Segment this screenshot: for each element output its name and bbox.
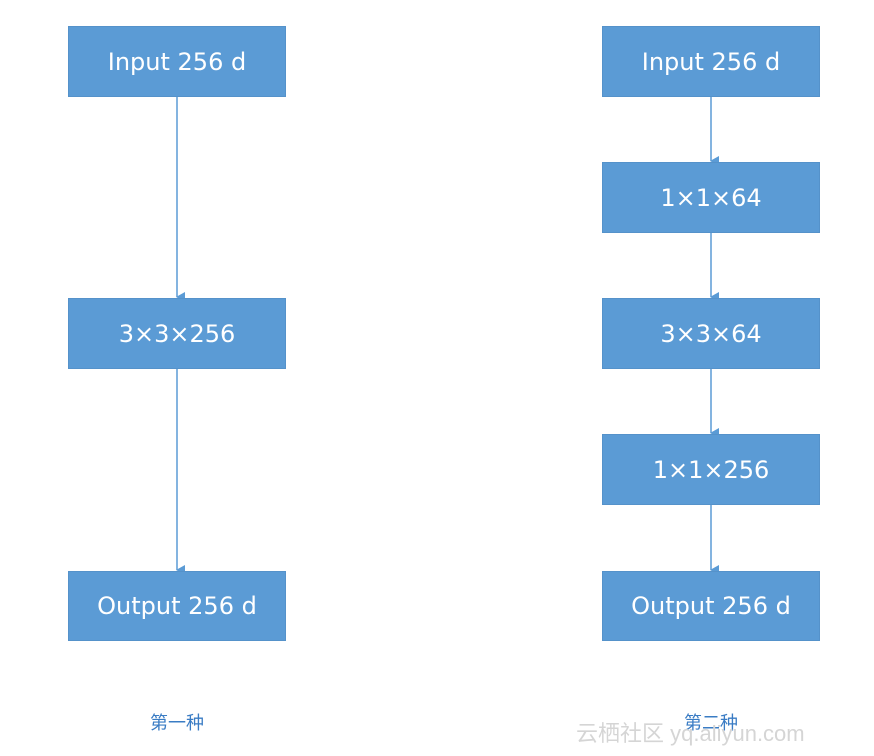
left-box-output: Output 256 d [68, 571, 286, 641]
right-box-input: Input 256 d [602, 26, 820, 97]
right-box-conv-3x3x64: 3×3×64 [602, 298, 820, 369]
watermark: 云栖社区 yq.aliyun.com [576, 721, 805, 746]
right-caption: 第二种 [684, 713, 738, 734]
left-box-input: Input 256 d [68, 26, 286, 97]
right-box-output: Output 256 d [602, 571, 820, 641]
right-box-conv-1x1x64: 1×1×64 [602, 162, 820, 233]
left-caption: 第一种 [150, 713, 204, 734]
right-box-conv-1x1x256: 1×1×256 [602, 434, 820, 505]
left-box-conv-3x3x256: 3×3×256 [68, 298, 286, 369]
